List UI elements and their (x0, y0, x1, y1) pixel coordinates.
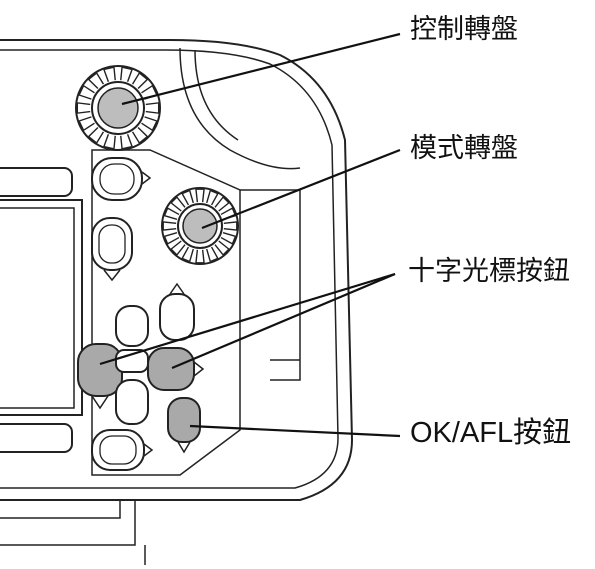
dial-tooth (170, 196, 186, 212)
leader-control-dial (121, 32, 401, 106)
leader-mode-dial (201, 148, 401, 230)
ok-afl-button[interactable] (167, 397, 201, 454)
dial-tooth (195, 249, 205, 264)
dial-tooth (206, 189, 219, 206)
dial-tooth (141, 116, 158, 132)
leader-cross-key-left (99, 272, 396, 366)
cross-key-right[interactable] (147, 347, 205, 391)
label-mode-dial: 模式轉盤 (410, 133, 518, 164)
dial-tooth (120, 134, 133, 150)
mode-dial[interactable] (161, 187, 239, 265)
dial-tooth (181, 246, 194, 263)
dial-tooth (170, 240, 186, 256)
dial-tooth (103, 134, 116, 150)
dial-tooth (220, 232, 237, 245)
dial-tooth (206, 246, 219, 263)
dial-tooth (87, 127, 105, 145)
leader-ok-afl (189, 424, 401, 438)
dial-tooth (131, 127, 149, 145)
dial-tooth (120, 66, 133, 82)
dial-tooth (78, 84, 95, 100)
control-panel-frame (91, 149, 241, 476)
label-control-dial: 控制轉盤 (410, 14, 518, 45)
button-upper-1[interactable] (91, 157, 152, 201)
dial-tooth (214, 240, 230, 256)
leader-cross-key-right (171, 272, 396, 370)
button-upper-2[interactable] (91, 217, 133, 282)
camera-body-outline (0, 39, 354, 565)
dial-tooth (131, 71, 149, 89)
label-cross-key: 十字光標按鈕 (408, 256, 570, 287)
dial-tooth (214, 196, 230, 212)
dial-tooth (163, 232, 180, 245)
dial-tooth (87, 71, 105, 89)
button-lower[interactable] (91, 429, 154, 471)
dial-tooth (181, 189, 194, 206)
dial-tooth (145, 102, 160, 114)
cross-key-down[interactable] (115, 379, 149, 425)
dial-tooth (163, 207, 180, 220)
dial-tooth (76, 102, 91, 114)
dial-tooth (195, 188, 205, 203)
lcd-screen-outline (0, 167, 83, 453)
dial-tooth (78, 116, 95, 132)
dial-tooth (103, 66, 116, 82)
dial-tooth (223, 221, 238, 231)
dial-tooth (162, 221, 177, 231)
label-ok-afl: OK/AFL按鈕 (410, 417, 572, 449)
cross-key-up[interactable] (159, 282, 195, 341)
control-dial[interactable] (75, 65, 161, 151)
cross-key-up-left[interactable] (115, 305, 149, 347)
